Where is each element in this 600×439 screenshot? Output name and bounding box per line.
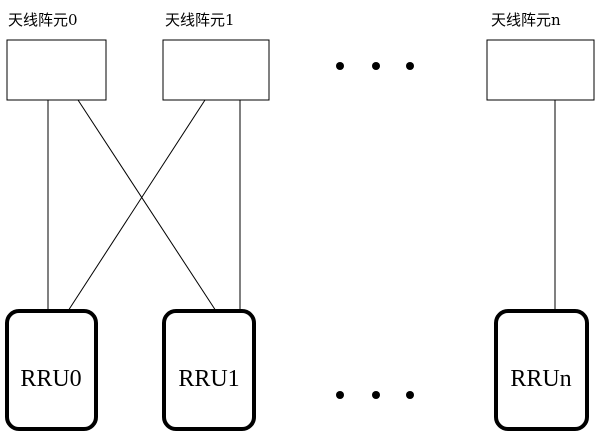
rru-n-label: RRUn	[510, 366, 571, 392]
rru-1-label: RRU1	[178, 366, 239, 392]
ellipsis-dot	[372, 391, 380, 399]
link-antenna0-rru1	[77, 99, 217, 312]
link-antenna1-rru0	[67, 99, 206, 312]
ellipsis-dot	[336, 391, 344, 399]
antenna-n-label: 天线阵元n	[491, 11, 561, 29]
ellipsis-top	[336, 62, 414, 70]
rru-n-box	[494, 309, 589, 431]
rru-0-label: RRU0	[20, 366, 81, 392]
ellipsis-dot	[406, 62, 414, 70]
antenna-0-label: 天线阵元0	[8, 11, 78, 29]
antenna-0-box	[6, 39, 107, 101]
ellipsis-dot	[372, 62, 380, 70]
antenna-n-box	[486, 39, 595, 101]
rru-0-box	[5, 309, 98, 431]
ellipsis-dot	[336, 62, 344, 70]
rru-1-box	[162, 309, 256, 431]
ellipsis-bottom	[336, 391, 414, 399]
antenna-1-box	[162, 39, 270, 101]
ellipsis-dot	[406, 391, 414, 399]
antenna-1-label: 天线阵元1	[165, 11, 235, 29]
